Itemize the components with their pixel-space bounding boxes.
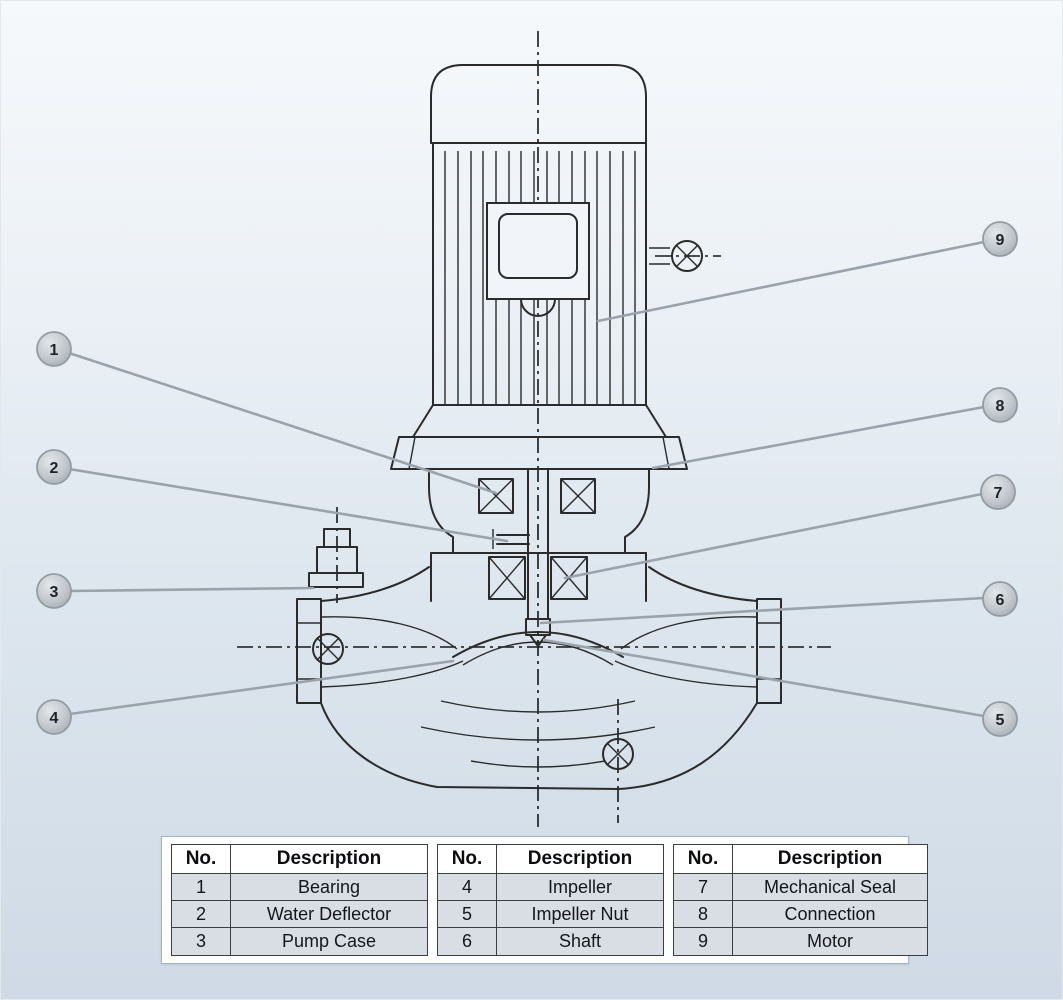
table-cell-no: 1 (171, 872, 231, 901)
leader-line-6 (539, 596, 986, 625)
col-header-no: No. (673, 844, 733, 874)
callout-5: 5 (982, 701, 1018, 737)
callout-4: 4 (36, 699, 72, 735)
parts-table-group-1: No. Description 1 Bearing 2 Water Deflec… (171, 844, 428, 956)
callout-9: 9 (982, 221, 1018, 257)
table-cell-description: Connection (732, 899, 928, 929)
svg-text:8: 8 (996, 398, 1005, 415)
leader-line-1 (67, 351, 498, 495)
pump-cross-section-drawing: 1 2 3 4 5 6 7 8 (36, 31, 1018, 827)
svg-text:5: 5 (996, 712, 1005, 729)
parts-table-group-2: No. Description 4 Impeller 5 Impeller Nu… (437, 844, 664, 956)
svg-text:4: 4 (50, 710, 59, 727)
motor (412, 64, 667, 438)
pump-case (296, 566, 782, 790)
svg-text:7: 7 (994, 485, 1003, 502)
impeller-nut (525, 618, 551, 636)
table-cell-no: 3 (171, 927, 231, 956)
lantern-bracket (428, 468, 650, 602)
table-cell-description: Impeller (496, 872, 664, 901)
table-cell-no: 8 (673, 899, 733, 929)
table-row: 5 Impeller Nut (437, 899, 664, 929)
table-row: 6 Shaft (437, 927, 664, 956)
leader-line-7 (563, 492, 984, 580)
table-cell-no: 7 (673, 872, 733, 901)
callout-7: 7 (980, 474, 1016, 510)
table-cell-description: Water Deflector (230, 899, 428, 929)
svg-text:9: 9 (996, 232, 1005, 249)
leader-line-3 (69, 586, 315, 593)
centerlines (237, 31, 831, 827)
callout-1: 1 (36, 331, 72, 367)
eye-bolt (649, 240, 703, 272)
svg-text:1: 1 (50, 342, 59, 359)
table-cell-description: Motor (732, 927, 928, 956)
mechanical-seal (488, 556, 588, 600)
impeller (452, 618, 624, 666)
connection-flange (390, 436, 688, 470)
table-cell-description: Pump Case (230, 927, 428, 956)
table-cell-no: 2 (171, 899, 231, 929)
leader-line-4 (68, 659, 455, 716)
leader-line-9 (596, 240, 986, 323)
svg-text:2: 2 (50, 460, 59, 477)
svg-text:3: 3 (50, 584, 59, 601)
col-header-description: Description (230, 844, 428, 874)
col-header-description: Description (732, 844, 928, 874)
table-cell-description: Shaft (496, 927, 664, 956)
table-cell-no: 5 (437, 899, 497, 929)
callout-6: 6 (982, 581, 1018, 617)
parts-table-group-3: No. Description 7 Mechanical Seal 8 Conn… (673, 844, 928, 956)
table-cell-description: Impeller Nut (496, 899, 664, 929)
table-row: 4 Impeller (437, 872, 664, 901)
drain-fitting (308, 528, 364, 588)
callout-3: 3 (36, 573, 72, 609)
col-header-no: No. (437, 844, 497, 874)
table-cell-no: 4 (437, 872, 497, 901)
col-header-no: No. (171, 844, 231, 874)
table-cell-no: 6 (437, 927, 497, 956)
callout-2: 2 (36, 449, 72, 485)
col-header-description: Description (496, 844, 664, 874)
table-row: 2 Water Deflector (171, 899, 428, 929)
svg-text:6: 6 (996, 592, 1005, 609)
leader-lines (67, 240, 986, 718)
parts-table: No. Description 1 Bearing 2 Water Deflec… (161, 836, 928, 964)
motor-terminal-box (486, 202, 590, 317)
table-cell-description: Mechanical Seal (732, 872, 928, 901)
table-row: 9 Motor (673, 927, 928, 956)
table-cell-no: 9 (673, 927, 733, 956)
table-row: 1 Bearing (171, 872, 428, 901)
leader-line-8 (651, 405, 986, 470)
callout-8: 8 (982, 387, 1018, 423)
table-row: 7 Mechanical Seal (673, 872, 928, 901)
table-cell-description: Bearing (230, 872, 428, 901)
table-row: 3 Pump Case (171, 927, 428, 956)
leader-line-2 (67, 467, 509, 543)
bearing (478, 478, 596, 514)
table-row: 8 Connection (673, 899, 928, 929)
leader-line-5 (542, 638, 986, 718)
